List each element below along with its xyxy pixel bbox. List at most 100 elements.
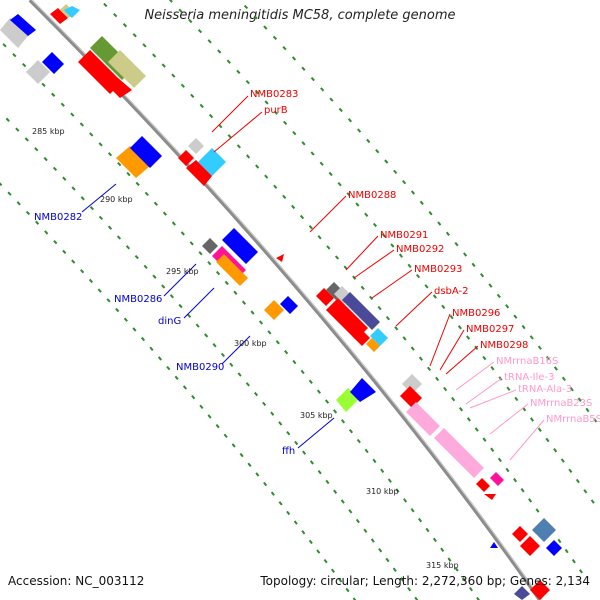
track-dot bbox=[320, 87, 325, 92]
track-dot bbox=[286, 430, 291, 436]
track-dot bbox=[199, 404, 204, 409]
track-dot bbox=[140, 336, 146, 342]
gene-feature bbox=[316, 288, 334, 306]
gene-feature bbox=[42, 52, 64, 74]
track-dot bbox=[253, 15, 258, 20]
track-dot bbox=[324, 399, 330, 404]
track-dot bbox=[270, 411, 275, 416]
track-dot bbox=[428, 211, 433, 216]
track-dot bbox=[189, 241, 194, 246]
gene-label: NMB0298 bbox=[480, 340, 528, 351]
track-dot bbox=[224, 280, 229, 286]
track-dot bbox=[454, 242, 459, 247]
track-dot bbox=[89, 205, 94, 211]
track-dot bbox=[292, 130, 297, 136]
gene-feature bbox=[78, 50, 122, 94]
track-dot bbox=[463, 252, 468, 257]
gene-label: purB bbox=[264, 105, 288, 116]
track-dot bbox=[333, 489, 338, 494]
track-dot bbox=[513, 314, 518, 319]
track-dot bbox=[197, 28, 203, 34]
track-dot bbox=[437, 221, 442, 226]
track-dot bbox=[293, 520, 298, 525]
gene-label: dinG bbox=[158, 316, 181, 327]
track-dot bbox=[207, 39, 212, 44]
track-dot bbox=[301, 141, 306, 146]
gene-feature bbox=[490, 472, 504, 486]
gene-feature bbox=[64, 6, 80, 18]
track-dot bbox=[447, 557, 452, 562]
tick-label: 315 kbp bbox=[426, 561, 459, 570]
track-dot bbox=[107, 225, 113, 230]
tick-label: 290 kbp bbox=[100, 195, 133, 204]
track-dot bbox=[385, 316, 390, 321]
track-dot bbox=[264, 100, 269, 105]
track-dot bbox=[545, 437, 550, 443]
track-dot bbox=[363, 528, 368, 533]
track-dot bbox=[204, 333, 209, 338]
track-dot bbox=[370, 538, 375, 543]
track-dot bbox=[410, 190, 416, 195]
gene-label: dsbA-2 bbox=[434, 286, 469, 297]
track-dot bbox=[25, 210, 31, 216]
track-dot bbox=[553, 448, 558, 453]
track-dot bbox=[292, 359, 297, 365]
track-dot bbox=[528, 498, 533, 503]
track-dot bbox=[593, 418, 598, 423]
accession-text: Accession: NC_003112 bbox=[8, 574, 145, 588]
track-dot bbox=[98, 215, 104, 221]
track-dot bbox=[195, 323, 200, 328]
track-dot bbox=[116, 235, 122, 240]
track-dot bbox=[338, 107, 343, 113]
track-dot bbox=[530, 417, 535, 422]
gene-label: NMB0291 bbox=[380, 230, 428, 241]
track-dot bbox=[153, 201, 158, 206]
track-dot bbox=[476, 596, 480, 600]
track-dot bbox=[233, 290, 238, 295]
track-dot bbox=[282, 194, 287, 200]
track-dot bbox=[107, 152, 113, 157]
track-dot bbox=[278, 501, 283, 506]
track-dot bbox=[12, 53, 17, 58]
gene-feature bbox=[10, 14, 36, 36]
gene-feature bbox=[0, 18, 28, 48]
track-dot bbox=[338, 578, 343, 583]
track-dot bbox=[171, 73, 176, 78]
track-dot bbox=[60, 102, 65, 107]
track-dot bbox=[454, 567, 459, 572]
track-dot bbox=[245, 382, 250, 387]
track-dot bbox=[394, 326, 399, 331]
gene-features bbox=[0, 4, 562, 600]
track-dot bbox=[400, 577, 405, 582]
track-dot bbox=[236, 144, 241, 149]
track-dot bbox=[317, 470, 322, 475]
gene-feature bbox=[532, 518, 556, 542]
track-dot bbox=[220, 352, 226, 358]
track-dot bbox=[323, 558, 328, 564]
track-dot bbox=[263, 481, 268, 487]
track-dot bbox=[330, 568, 335, 573]
track-dot bbox=[329, 97, 334, 102]
gene-label: tRNA-Ile-3 bbox=[504, 372, 554, 383]
track-dot bbox=[317, 235, 322, 240]
track-dot bbox=[319, 161, 324, 166]
track-dot bbox=[583, 489, 588, 494]
track-dot bbox=[308, 539, 313, 545]
tick-label: 295 kbp bbox=[166, 267, 199, 276]
track-dot bbox=[466, 335, 471, 340]
track-dot bbox=[410, 508, 415, 513]
track-dot bbox=[328, 171, 333, 177]
track-dot bbox=[356, 438, 361, 444]
track-dot bbox=[348, 509, 353, 514]
track-dot bbox=[366, 138, 371, 144]
track-dot bbox=[377, 305, 382, 311]
track-dot bbox=[545, 355, 550, 361]
track-dot bbox=[62, 176, 67, 181]
track-dot bbox=[255, 90, 260, 95]
track-dot bbox=[590, 499, 595, 504]
track-dot bbox=[5, 117, 10, 122]
track-dot bbox=[535, 508, 540, 513]
track-dot bbox=[80, 269, 85, 274]
label-leaders bbox=[81, 95, 545, 461]
